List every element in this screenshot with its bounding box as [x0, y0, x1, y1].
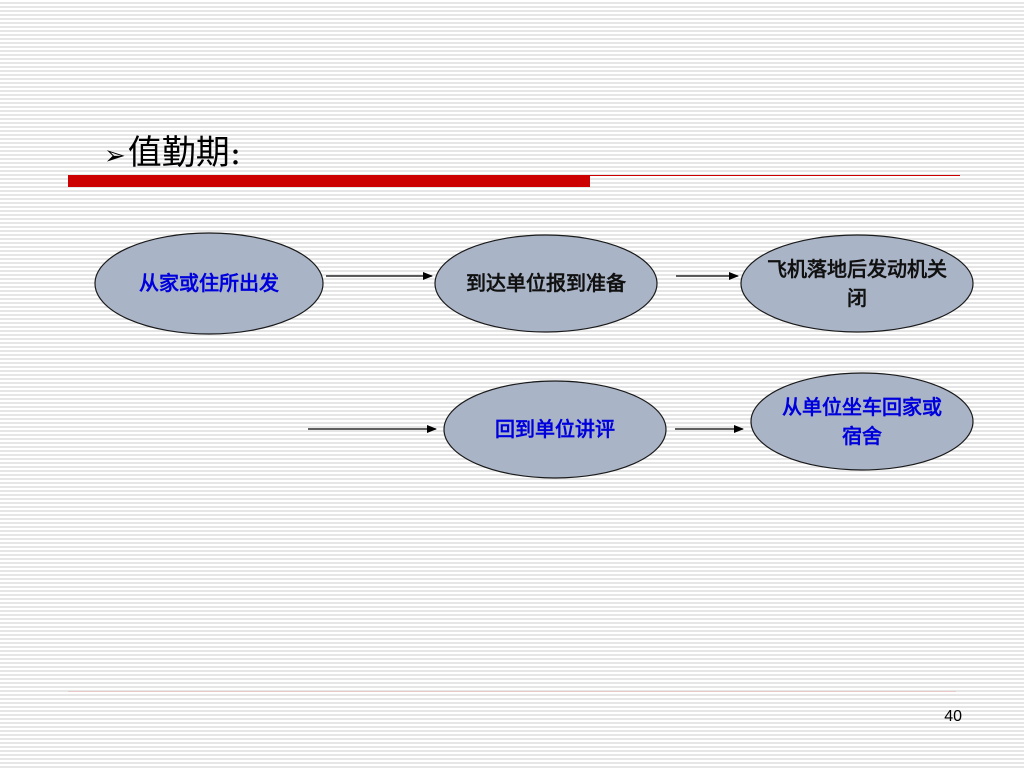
- title-underline-thick: [68, 175, 590, 187]
- node-engine-shutdown: 飞机落地后发动机关闭: [740, 234, 974, 333]
- node-return-home: 从单位坐车回家或宿舍: [750, 372, 974, 471]
- node-leave-home-label: 从家或住所出发: [138, 271, 279, 295]
- footer-divider: [68, 691, 956, 692]
- node-debrief-label: 回到单位讲评: [495, 417, 615, 441]
- node-report-to-unit-label: 到达单位报到准备: [466, 271, 626, 295]
- slide-title-text: 值勤期:: [127, 133, 242, 173]
- arrow-bullet-icon: ➢: [104, 141, 126, 171]
- title-underline-thin: [590, 175, 960, 176]
- node-debrief: 回到单位讲评: [443, 380, 667, 479]
- page-number: 40: [944, 708, 962, 725]
- node-report-to-unit: 到达单位报到准备: [434, 234, 658, 333]
- slide-title: ➢值勤期:: [104, 130, 241, 179]
- node-engine-shutdown-label: 飞机落地后发动机关闭: [766, 256, 947, 310]
- node-leave-home: 从家或住所出发: [94, 232, 324, 335]
- node-return-home-label: 从单位坐车回家或宿舍: [782, 394, 942, 448]
